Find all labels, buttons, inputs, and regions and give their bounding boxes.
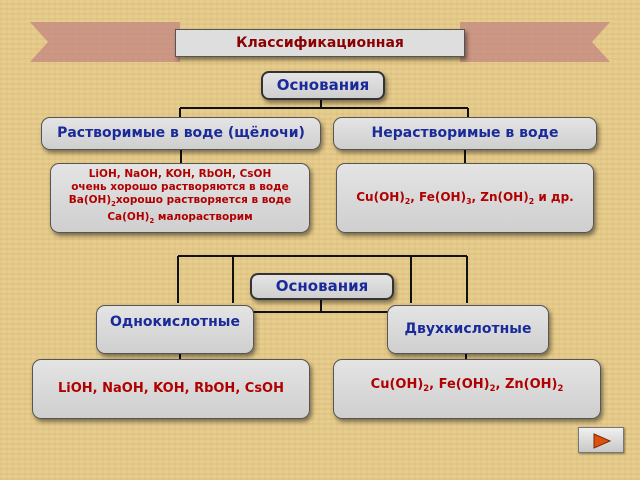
insoluble-category-label: Нерастворимые в воде [371,125,559,141]
title-ribbon [30,22,610,62]
next-slide-button[interactable] [578,427,624,453]
diacid-category-label: Двухкислотные [404,321,532,337]
bases-root-label-2: Основания [275,277,369,295]
monoacid-category-label: Однокислотные [110,314,240,330]
diacid-category-box: Двухкислотные [387,305,549,354]
monoacid-detail-text: LiOH, NaOH, KOH, RbOH, CsOH [58,381,284,396]
diacid-detail-text: Cu(OH)2, Fe(OH)2, Zn(OH)2 [370,377,564,393]
soluble-category-label: Растворимые в воде (щёлочи) [57,125,305,141]
monoacid-detail-box: LiOH, NaOH, KOH, RbOH, CsOH [32,359,310,419]
insoluble-detail-box: Cu(OH)2, Fe(OH)3, Zn(OH)2 и др. [336,163,594,233]
soluble-detail-line2: очень хорошо растворяются в воде [71,181,289,193]
page-title: Классификационная [175,29,465,57]
soluble-detail-line4: Ca(OH)2 малорастворим [107,211,253,225]
soluble-detail-line1: LiOH, NaOH, KOH, RbOH, CsOH [88,168,272,180]
diacid-detail-box: Cu(OH)2, Fe(OH)2, Zn(OH)2 [333,359,601,419]
soluble-category-box: Растворимые в воде (щёлочи) [41,117,321,150]
soluble-detail-line3: Ba(OH)2хорошо растворяется в воде [68,194,292,208]
bases-root-label-1: Основания [276,76,370,94]
soluble-detail-box: LiOH, NaOH, KOH, RbOH, CsOH очень хорошо… [50,163,310,233]
play-arrow-icon [593,433,611,449]
bases-root-box-1: Основания [261,71,385,100]
monoacid-category-box: Однокислотные [96,305,254,354]
insoluble-detail-text: Cu(OH)2, Fe(OH)3, Zn(OH)2 и др. [356,190,574,206]
bases-root-box-2: Основания [250,273,394,300]
insoluble-category-box: Нерастворимые в воде [333,117,597,150]
